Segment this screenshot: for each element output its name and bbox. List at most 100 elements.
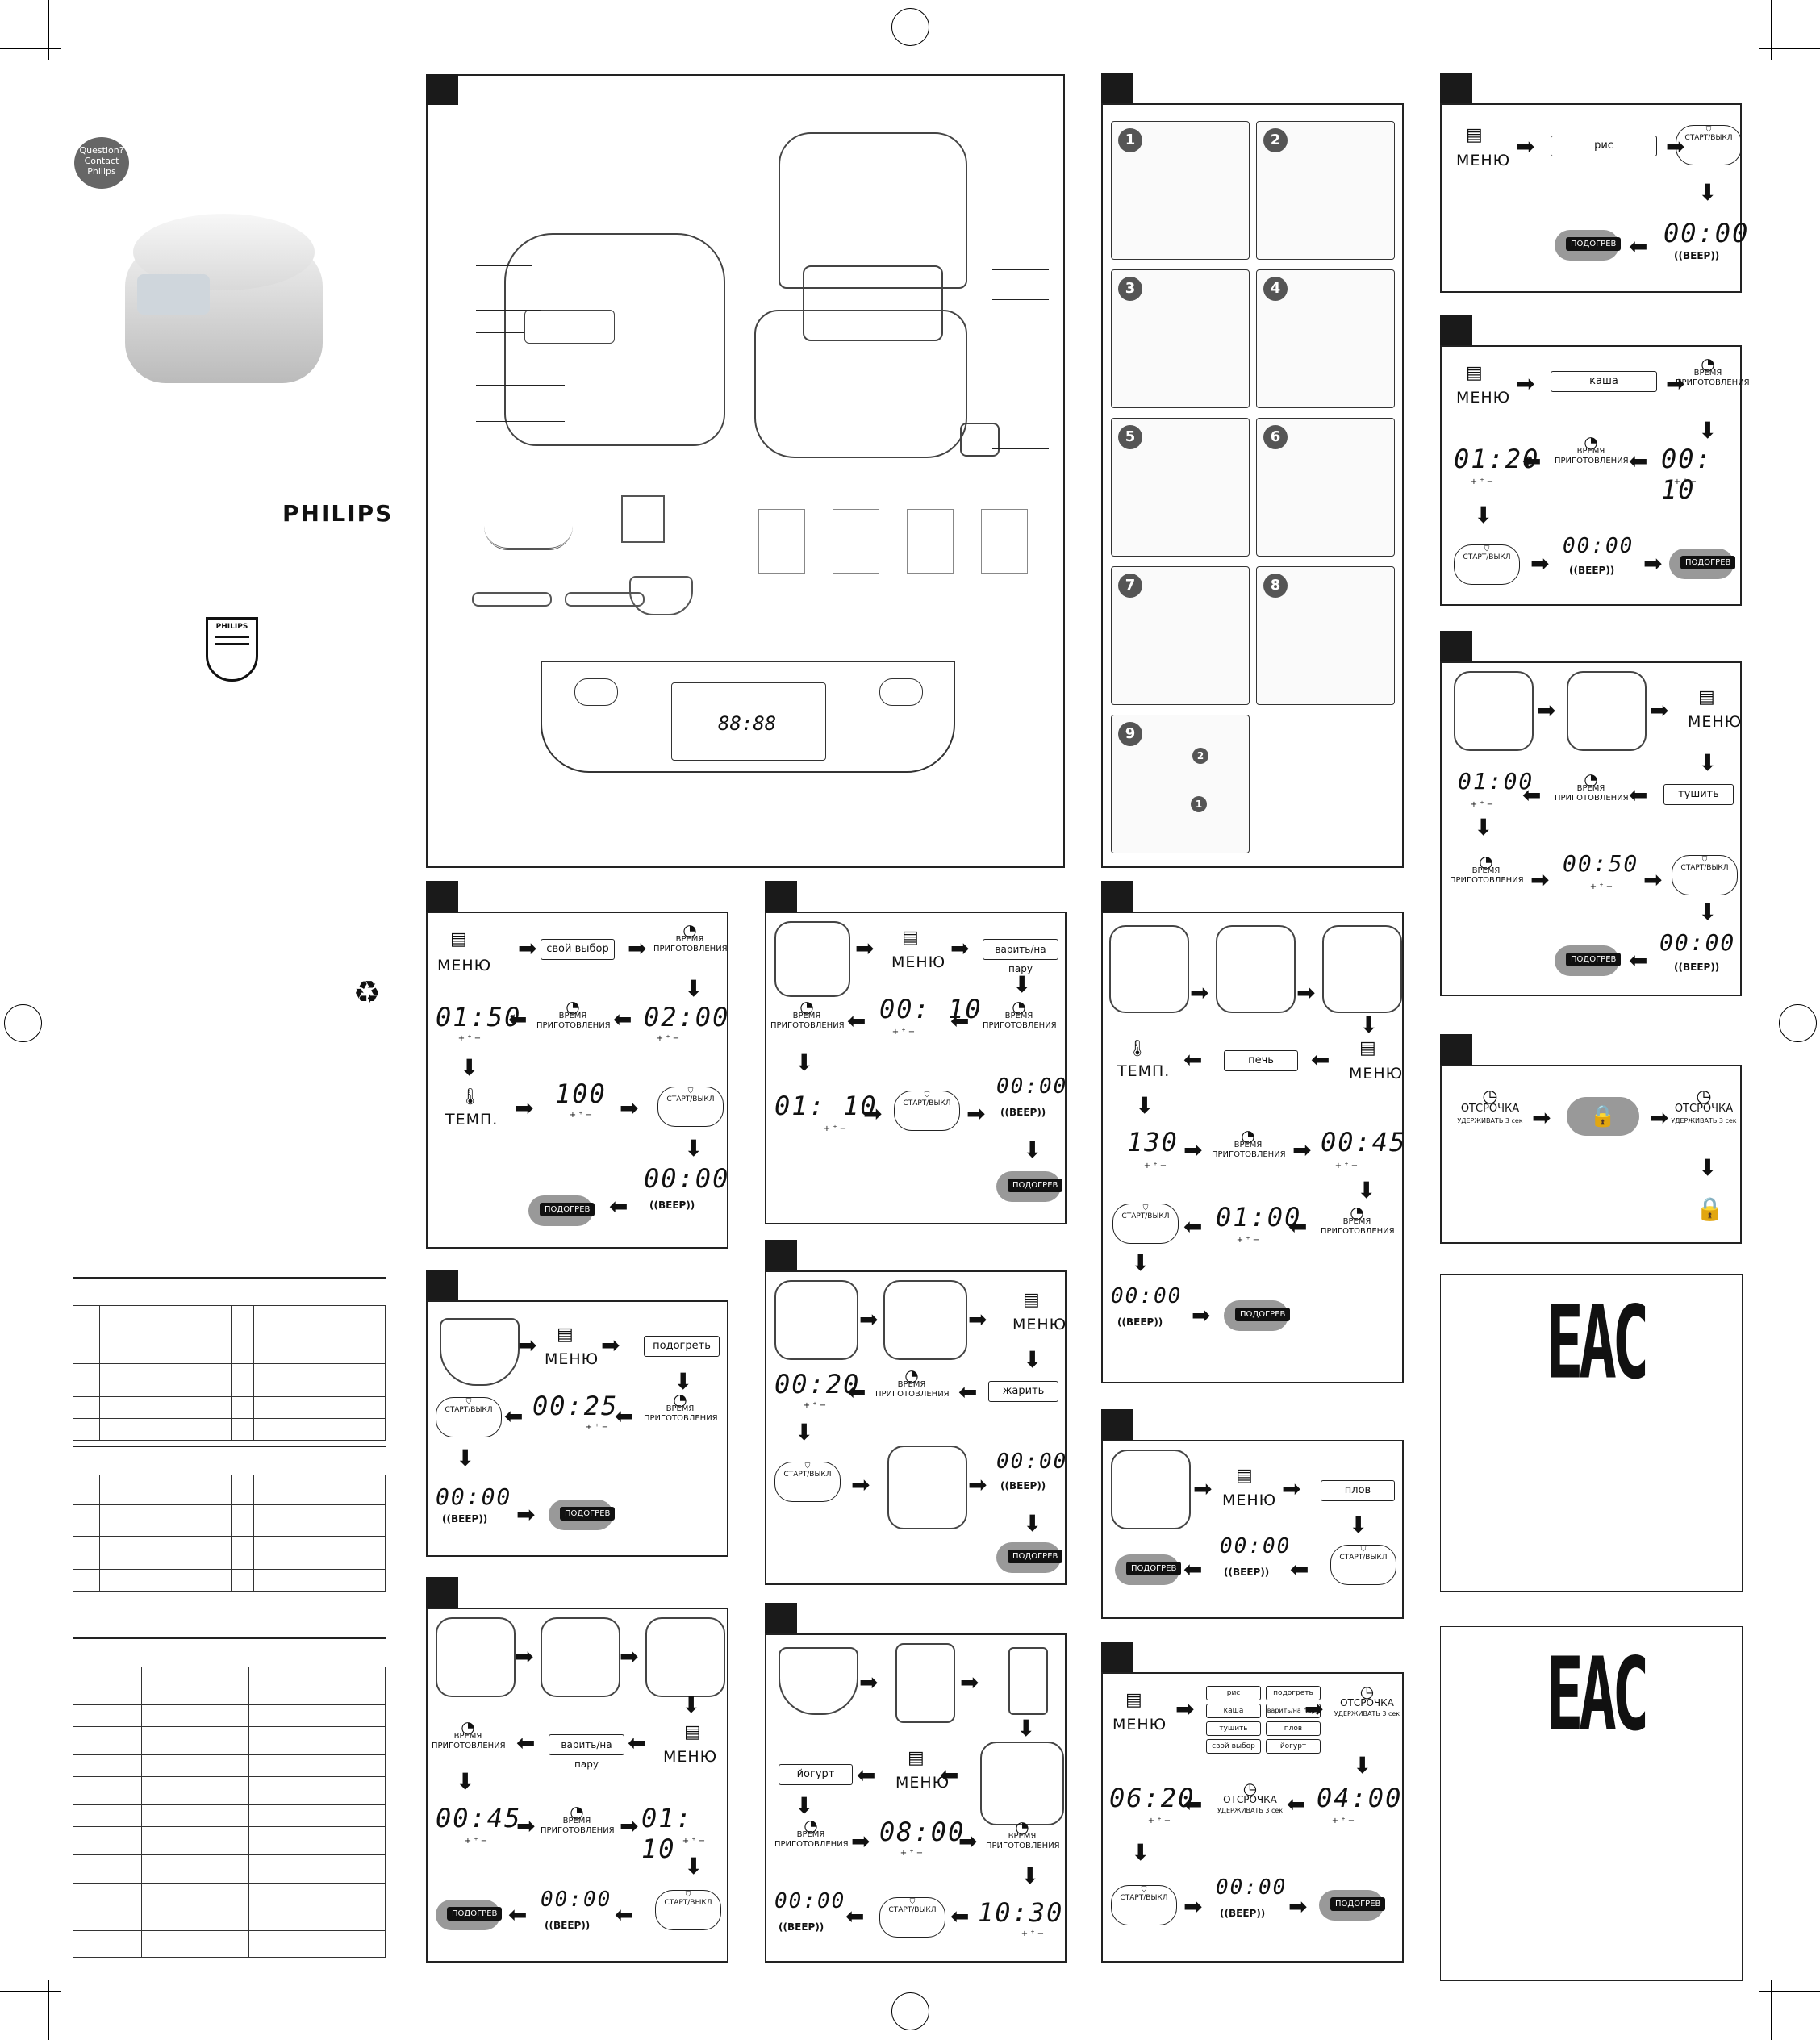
start-button-icon: ⛉СТАРТ/ВЫКЛ	[774, 1462, 841, 1502]
add-water-illustration	[774, 921, 850, 997]
start-button-icon: ⛉СТАРТ/ВЫКЛ	[1672, 855, 1738, 895]
beep-icon: ((BEEP))	[442, 1513, 488, 1525]
plug-step-1: 1	[1191, 796, 1207, 812]
menu-label: МЕНЮ	[1349, 1065, 1404, 1083]
badge-line-1: Question?	[79, 145, 124, 156]
option-yogurt: йогурт	[1266, 1739, 1321, 1754]
registration-mark-top	[891, 8, 929, 46]
badge-line-2: Contact	[84, 156, 119, 166]
measuring-cup-accessory	[621, 495, 665, 543]
spoon-accessory	[472, 592, 552, 607]
table-2-rule	[73, 1446, 386, 1447]
arrow-left-icon: ⬅	[1629, 233, 1648, 260]
option-reheat: подогреть	[1266, 1686, 1321, 1700]
display-bake-1: 00:45	[1321, 1127, 1407, 1158]
display-own-1: 02:00	[644, 1002, 730, 1033]
arrow-left-icon: ⬅	[628, 1729, 647, 1756]
leaflet-3	[907, 509, 954, 574]
arrow-right-icon: ➡	[966, 1100, 986, 1127]
step-9-image: 9 2 1	[1111, 715, 1250, 853]
menu-label: МЕНЮ	[1012, 1316, 1067, 1333]
step-5-image: 5	[1111, 418, 1250, 557]
program-box-yogurt: йогурт	[779, 1764, 853, 1785]
arrow-left-icon: ⬅	[504, 1403, 524, 1429]
control-panel-mini	[524, 310, 615, 344]
start-button-icon: ⛉СТАРТ/ВЫКЛ	[436, 1397, 502, 1437]
arrow-left-icon: ⬅	[1183, 1213, 1203, 1240]
badge-line-3: Philips	[87, 166, 116, 177]
callout-lines	[476, 265, 532, 266]
temp-label: ТЕМП.	[445, 1111, 499, 1128]
program-box-pilaf: плов	[1321, 1480, 1395, 1501]
arrow-right-icon: ➡	[620, 1095, 639, 1121]
arrow-down-icon: ⬇	[1131, 1249, 1150, 1276]
arrow-down-icon: ⬇	[1131, 1839, 1150, 1866]
crop-mark-br-v	[1771, 1980, 1772, 2040]
arrow-left-icon: ⬅	[1629, 448, 1648, 474]
menu-label: МЕНЮ	[663, 1748, 718, 1766]
arrow-right-icon: ➡	[601, 1332, 620, 1358]
leaflet-1	[758, 509, 805, 574]
add-food-illustration	[1567, 671, 1647, 751]
milk-bowl-illustration	[779, 1647, 858, 1715]
menu-icon: ▤	[1698, 687, 1715, 707]
registration-mark-left	[4, 1004, 42, 1042]
lock-badge: 🔒	[1567, 1097, 1639, 1136]
display-bake-2: 01:00	[1216, 1202, 1302, 1233]
display-yogurt-2: 10:30	[978, 1897, 1064, 1928]
display-own-end: 00:00	[644, 1163, 730, 1194]
program-box-bake: печь	[1224, 1050, 1298, 1071]
arrow-right-icon: ➡	[851, 1828, 870, 1854]
arrow-left-icon: ⬅	[615, 1901, 634, 1928]
arrow-down-icon: ⬇	[1349, 1512, 1368, 1538]
arrow-right-icon: ➡	[1516, 133, 1535, 160]
arrow-down-icon: ⬇	[456, 1445, 475, 1471]
display-porridge-2: 01:20	[1454, 444, 1540, 474]
step-7-image: 7	[1111, 566, 1250, 705]
plug-step-2: 2	[1192, 748, 1208, 764]
display-bake-end: 00:00	[1111, 1284, 1183, 1308]
display-fry-end: 00:00	[996, 1450, 1068, 1474]
crop-mark-bl-v	[48, 1980, 49, 2040]
start-button-icon: ⛉СТАРТ/ВЫКЛ	[1112, 1204, 1179, 1244]
cooking-illustration	[887, 1446, 967, 1529]
display-porridge-1: 00: 10	[1661, 444, 1713, 505]
arrow-down-icon: ⬇	[456, 1768, 475, 1795]
arrow-right-icon: ➡	[851, 1471, 870, 1498]
beep-icon: ((BEEP))	[1674, 962, 1720, 973]
eac-mark: EAC	[1546, 1637, 1650, 1754]
arrow-left-icon: ⬅	[613, 1006, 632, 1033]
table-3-rule	[73, 1637, 386, 1639]
arrow-down-icon: ⬇	[795, 1049, 814, 1076]
arrow-left-icon: ⬅	[615, 1403, 634, 1429]
leaflet-4	[981, 509, 1028, 574]
menu-icon: ▤	[684, 1722, 701, 1742]
warm-badge: ПОДОГРЕВ	[549, 1500, 616, 1530]
option-own-choice: свой выбор	[1206, 1739, 1261, 1754]
arrow-right-icon: ➡	[620, 1643, 639, 1670]
menu-icon: ▤	[1359, 1038, 1376, 1058]
arrow-left-icon: ⬅	[1183, 1046, 1203, 1073]
start-button-icon: ⛉СТАРТ/ВЫКЛ	[894, 1091, 960, 1131]
arrow-down-icon: ⬇	[682, 1692, 701, 1718]
arrow-left-icon: ⬅	[847, 1007, 866, 1034]
pour-jar-illustration	[895, 1643, 955, 1723]
arrow-down-icon: ⬇	[1016, 1715, 1036, 1742]
option-porridge: каша	[1206, 1704, 1261, 1718]
menu-label: МЕНЮ	[1456, 389, 1511, 407]
arrow-right-icon: ➡	[1183, 1137, 1203, 1163]
display-yogurt-end: 00:00	[774, 1889, 846, 1913]
arrow-down-icon: ⬇	[1359, 1012, 1379, 1038]
arrow-left-icon: ⬅	[1183, 1556, 1203, 1583]
